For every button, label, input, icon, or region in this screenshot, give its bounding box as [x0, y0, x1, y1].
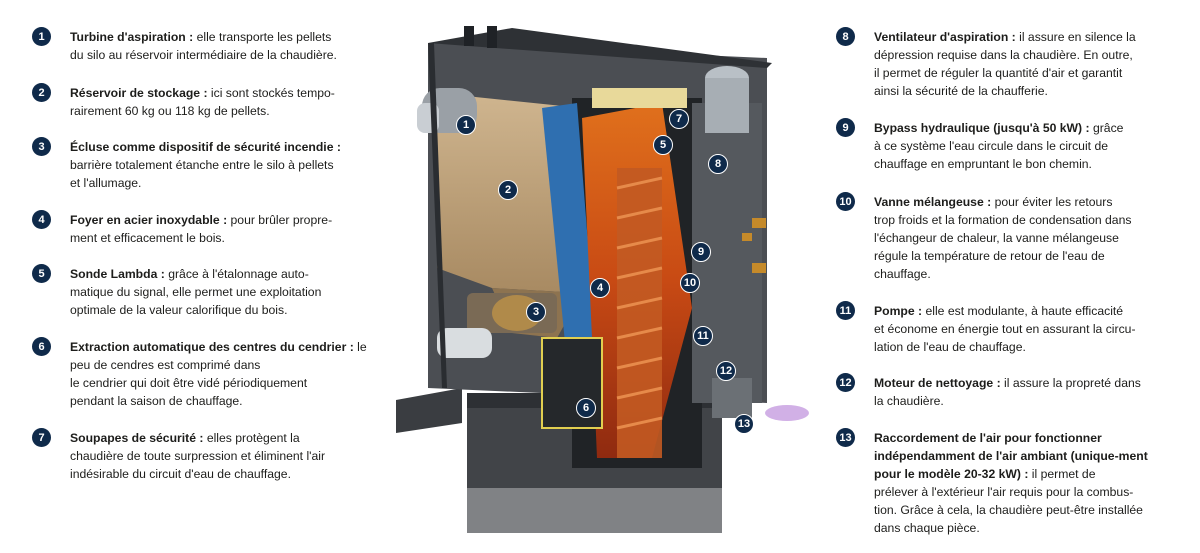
- item-title: Écluse comme dispositif de sécurité ince…: [70, 140, 341, 154]
- boiler-cutaway-illustration: 1 2 3 4 5 6 7 8 9 10 11 12 13: [392, 8, 822, 548]
- cleaning-motor: [712, 378, 752, 418]
- marker-9: 9: [691, 242, 711, 262]
- marker-6: 6: [576, 398, 596, 418]
- marker-8: 8: [708, 154, 728, 174]
- number-badge: 4: [32, 210, 51, 229]
- legend-item-8: 8 Ventilateur d'aspiration : il assure e…: [836, 27, 1176, 100]
- legend-item-3: 3 Écluse comme dispositif de sécurité in…: [32, 137, 372, 192]
- legend-item-11: 11 Pompe : elle est modulante, à haute e…: [836, 301, 1176, 356]
- legend-item-13: 13 Raccordement de l'air pour fonctionne…: [836, 428, 1176, 537]
- legend-item-1: 1 Turbine d'aspiration : elle transporte…: [32, 27, 372, 64]
- legend-item-10: 10 Vanne mélangeuse : pour éviter les re…: [836, 192, 1176, 283]
- number-badge: 11: [836, 301, 855, 320]
- item-title: Pompe :: [874, 304, 923, 318]
- item-title: Foyer en acier inoxydable :: [70, 213, 228, 227]
- number-badge: 2: [32, 83, 51, 102]
- item-title: Turbine d'aspiration :: [70, 30, 194, 44]
- number-badge: 12: [836, 373, 855, 392]
- number-badge: 13: [836, 428, 855, 447]
- number-badge: 3: [32, 137, 51, 156]
- number-badge: 6: [32, 337, 51, 356]
- legend-item-6: 6 Extraction automatique des centres du …: [32, 337, 372, 410]
- marker-7: 7: [669, 109, 689, 129]
- legend-item-4: 4 Foyer en acier inoxydable : pour brûle…: [32, 210, 372, 247]
- item-title: Réservoir de stockage :: [70, 86, 208, 100]
- marker-3: 3: [526, 302, 546, 322]
- marker-1: 1: [456, 115, 476, 135]
- item-title: Vanne mélangeuse :: [874, 195, 992, 209]
- number-badge: 7: [32, 428, 51, 447]
- number-badge: 9: [836, 118, 855, 137]
- legend-item-2: 2 Réservoir de stockage : ici sont stock…: [32, 83, 372, 120]
- legend-item-7: 7 Soupapes de sécurité : elles protègent…: [32, 428, 372, 483]
- item-title: Soupapes de sécurité :: [70, 431, 204, 445]
- air-inlet-plume: [765, 405, 809, 421]
- item-title: Bypass hydraulique (jusqu'à 50 kW) :: [874, 121, 1090, 135]
- marker-4: 4: [590, 278, 610, 298]
- number-badge: 1: [32, 27, 51, 46]
- marker-5: 5: [653, 135, 673, 155]
- marker-10: 10: [680, 273, 700, 293]
- boiler-graphic: [396, 26, 809, 533]
- legend-item-9: 9 Bypass hydraulique (jusqu'à 50 kW) : g…: [836, 118, 1176, 173]
- item-title: Sonde Lambda :: [70, 267, 165, 281]
- number-badge: 8: [836, 27, 855, 46]
- number-badge: 10: [836, 192, 855, 211]
- number-badge: 5: [32, 264, 51, 283]
- item-title: Moteur de nettoyage :: [874, 376, 1001, 390]
- legend-item-12: 12 Moteur de nettoyage : il assure la pr…: [836, 373, 1176, 410]
- marker-12: 12: [716, 361, 736, 381]
- legend-item-5: 5 Sonde Lambda : grâce à l'étalonnage au…: [32, 264, 372, 319]
- marker-13: 13: [734, 414, 754, 434]
- item-title: Extraction automatique des centres du ce…: [70, 340, 354, 354]
- item-title: Raccordement de l'air pour fonctionner i…: [874, 431, 1148, 481]
- base-left: [396, 388, 462, 433]
- item-title: Ventilateur d'aspiration :: [874, 30, 1016, 44]
- marker-11: 11: [693, 326, 713, 346]
- marker-2: 2: [498, 180, 518, 200]
